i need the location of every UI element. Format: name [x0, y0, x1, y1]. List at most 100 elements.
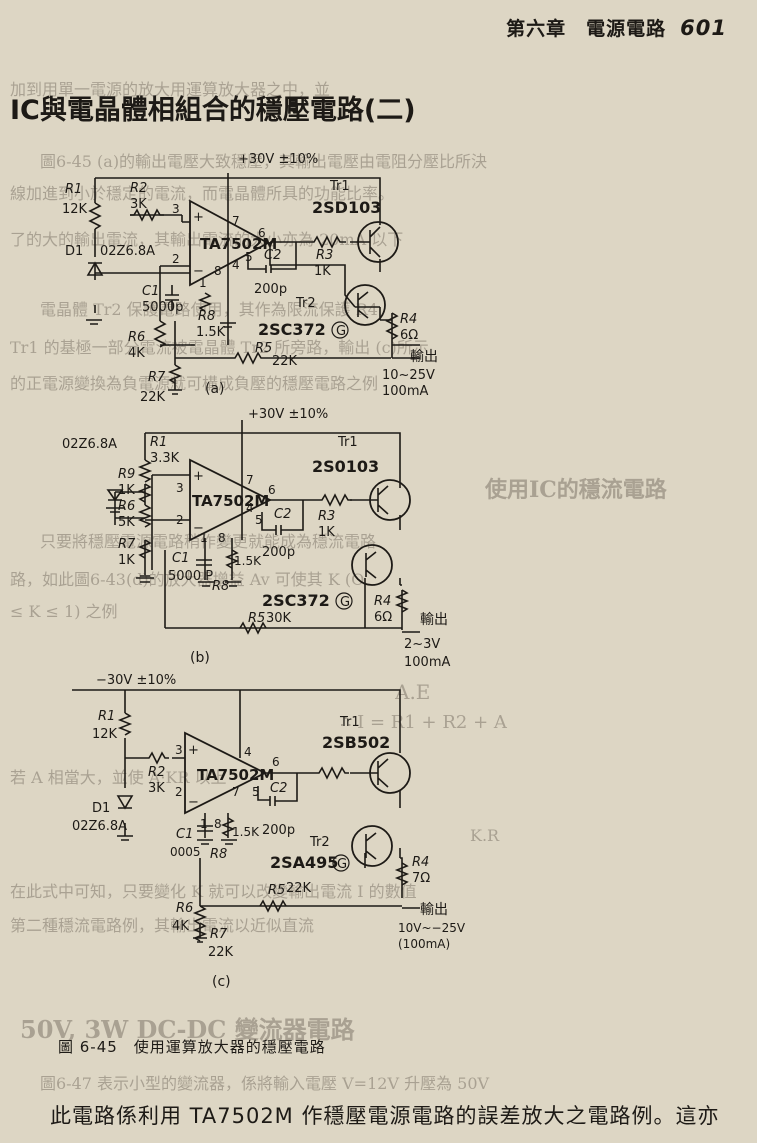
resistor-r2: [145, 751, 169, 765]
resistor-r3: [310, 235, 346, 249]
tr1-name: Tr1: [329, 179, 350, 194]
resistor-r1: [88, 202, 102, 230]
r1-name: R1: [98, 709, 115, 724]
pin-2: 2: [175, 785, 183, 799]
tr2-leads: [365, 832, 377, 860]
r8-name: R8: [212, 579, 229, 594]
bleed-line: 了的大的輸出電流，其輸出電流的大小亦為 20mA 以下: [10, 230, 404, 249]
opamp-minus: −: [193, 521, 204, 536]
r6-name: R6: [128, 330, 145, 345]
r6-value: 4K: [128, 346, 145, 361]
bleed-line: 圖6-45 (a)的輸出電壓大致穩壓，其輸出電壓由電阻分壓比所決: [40, 152, 488, 171]
bleed-line: 第二種穩流電路例，其輸出電流以近似直流: [10, 916, 315, 935]
c2-value: 200p: [262, 823, 295, 838]
pin-4: 4: [246, 501, 254, 515]
r7-value: 22K: [140, 390, 166, 405]
capacitor-c2: [257, 773, 298, 806]
g-mark-circle: [331, 321, 349, 339]
pin-7: 7: [232, 214, 240, 228]
pin-2: 2: [176, 513, 184, 527]
r1-value: 3.3K: [150, 451, 180, 466]
r3-name: R3: [318, 509, 335, 524]
pin-1: 1: [199, 276, 207, 290]
g-mark-circle: [335, 592, 353, 610]
c1-value: 0005: [170, 845, 201, 859]
resistor-r4: [394, 862, 410, 886]
pin-5: 5: [252, 785, 260, 799]
capacitor-c1: [165, 285, 179, 310]
circuit-label: (b): [190, 650, 210, 666]
ground-symbol: [106, 507, 241, 587]
bleed-line: 使用IC的穩流電路: [485, 477, 667, 503]
pin-4: 4: [232, 258, 240, 272]
r5-value: 22K: [272, 354, 298, 369]
capacitor-c2: [261, 500, 304, 535]
bleed-line: ∴ I = R1 + R2 + A: [340, 712, 507, 733]
pin-7: 7: [246, 473, 254, 487]
bleed-line: A.E: [395, 680, 431, 704]
resistor-r7: [137, 539, 153, 559]
resistor-r7: [167, 364, 183, 384]
bleed-line: 電晶體 Tr2 保護電路使用，其作為限流保護 R4: [40, 300, 378, 319]
opamp-plus: +: [193, 210, 204, 225]
supply-voltage: +30V ±10%: [238, 152, 318, 167]
r8-value: 1.5K: [232, 825, 260, 839]
r2-value: 3K: [148, 781, 165, 796]
page-title: IC與電晶體相組合的穩壓電路(二): [10, 95, 416, 126]
chapter-title: 第六章 電源電路: [506, 18, 667, 40]
g-mark-circle: [332, 854, 350, 872]
r5-value: 22K: [286, 881, 312, 896]
output-current: 100mA: [382, 384, 428, 399]
c2-name: C2: [270, 781, 287, 796]
pin-1: 1: [200, 531, 208, 545]
supply-voltage: −30V ±10%: [96, 673, 176, 688]
pin-2: 2: [172, 252, 180, 266]
r7-value: 22K: [208, 945, 234, 960]
pin-6: 6: [258, 226, 266, 240]
r1-value: 12K: [92, 727, 118, 742]
r1-name: R1: [65, 182, 82, 197]
ground-symbol: [86, 319, 236, 395]
pin-8: 8: [218, 531, 226, 545]
pin-8: 8: [214, 264, 222, 278]
resistor-r3: [315, 766, 349, 780]
r3-value: 1K: [318, 525, 335, 540]
resistor-r6: [192, 905, 208, 925]
r4-value: 6Ω: [400, 328, 418, 343]
r8-value: 1.5K: [196, 325, 226, 340]
r6-name: R6: [118, 499, 135, 514]
tr1-part: 2SB502: [322, 733, 390, 752]
circuit-b: TA7502M + − 3 2 7 6 5 4 8 1 +30V ±10% 02…: [62, 407, 450, 670]
tr1-leads: [372, 758, 389, 788]
figure-caption: 圖 6-45 使用運算放大器的穩壓電路: [58, 1038, 326, 1056]
tr2-name: Tr2: [295, 296, 316, 311]
r7-name: R7: [118, 537, 136, 552]
capacitor-c1: [196, 559, 212, 566]
c2-name: C2: [274, 507, 291, 522]
r7-name: R7: [148, 370, 166, 385]
d1-part: 02Z6.8A: [72, 819, 127, 834]
wires-b: [114, 420, 420, 633]
bleed-line: 的正電源變換為負電源就可構成負壓的穩壓電路之例: [10, 374, 379, 393]
bleed-line: 圖6-47 表示小型的變流器，係將輸入電壓 V=12V 升壓為 50V: [40, 1074, 490, 1093]
bleed-line: Tr1 的基極一部分電流被電晶體 Tr2 所旁路，輸出 (c)所示: [10, 338, 429, 357]
bleed-line: 線加進到小於穩定的電流，而電晶體所具的功能比率。: [10, 184, 395, 203]
resistor-r5: [175, 351, 391, 365]
c1-name: C1: [142, 284, 159, 299]
pin-6: 6: [268, 483, 276, 497]
opamp-plus: +: [188, 743, 199, 758]
zener-d: [106, 489, 124, 502]
opamp-label: TA7502M: [200, 235, 277, 253]
output-label: 輸出: [410, 349, 438, 365]
resistor-r4: [385, 312, 399, 340]
transistor-tr2: [351, 544, 393, 586]
opamp-label: TA7502M: [197, 766, 274, 784]
pin-7: 7: [232, 785, 240, 799]
r6-value: 4K: [172, 919, 189, 934]
pin-4: 4: [244, 745, 252, 759]
resistor-r1: [137, 459, 153, 483]
transistor-tr1: [369, 479, 411, 521]
resistor-r4: [394, 589, 410, 613]
r1-name: R1: [150, 435, 167, 450]
r3-name: R3: [316, 248, 333, 263]
